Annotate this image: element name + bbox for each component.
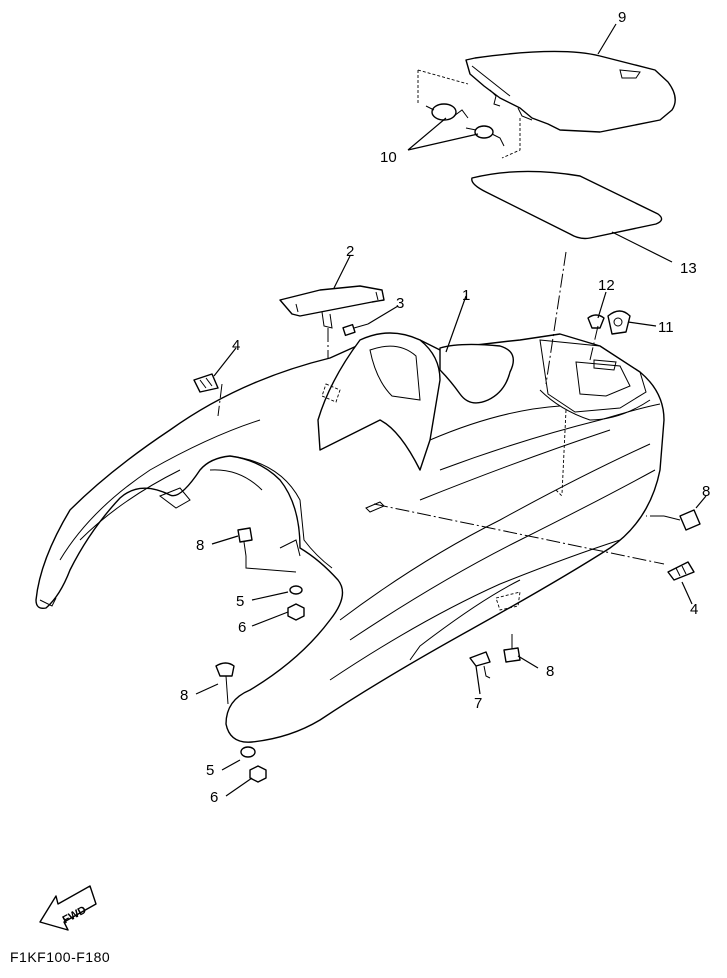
callout-4-left: 4 xyxy=(232,337,240,354)
callout-2: 2 xyxy=(346,243,354,260)
part-6-nut-lower xyxy=(249,765,267,783)
part-12-grommet xyxy=(587,314,605,329)
part-13-mat xyxy=(471,170,663,240)
callout-10: 10 xyxy=(380,149,397,166)
fwd-arrow-icon: FWD xyxy=(39,885,97,931)
callout-4-right: 4 xyxy=(690,601,698,618)
part-8-bolt-left xyxy=(237,527,297,573)
callout-13: 13 xyxy=(680,260,697,277)
callout-8-right: 8 xyxy=(702,483,710,500)
part-8-bolt-lower-right xyxy=(503,634,521,663)
part-9-seat-cover xyxy=(465,50,676,133)
callout-12: 12 xyxy=(598,277,615,294)
figure-code: F1KF100-F180 xyxy=(10,949,110,965)
part-4-clip-left xyxy=(193,373,219,393)
part-1-rear-body xyxy=(35,332,665,743)
part-4-clip-right xyxy=(667,561,695,581)
part-2-bracket xyxy=(279,285,385,329)
callout-3: 3 xyxy=(396,295,404,312)
part-5-washer-lower xyxy=(240,746,256,758)
part-7-clip xyxy=(469,651,491,679)
part-10-latches xyxy=(417,69,521,159)
callout-9: 9 xyxy=(618,9,626,26)
callout-5-lower: 5 xyxy=(206,762,214,779)
callout-1: 1 xyxy=(462,287,470,304)
part-8-bolt-right xyxy=(663,509,701,531)
callout-labels: 9 10 13 2 3 1 4 12 11 8 4 8 5 6 8 7 8 5 … xyxy=(180,9,710,806)
callout-8-lower-right: 8 xyxy=(546,663,554,680)
assembly-lines xyxy=(217,251,665,565)
callout-8-left: 8 xyxy=(196,537,204,554)
part-11-clip xyxy=(607,310,631,335)
part-8-bolt-lower-left xyxy=(215,662,235,705)
callout-6-upper: 6 xyxy=(238,619,246,636)
callout-8-lower-left: 8 xyxy=(180,687,188,704)
callout-6-lower: 6 xyxy=(210,789,218,806)
part-5-washer-upper xyxy=(289,585,303,595)
part-3-bolt xyxy=(342,323,369,337)
part-6-nut-upper xyxy=(287,603,305,621)
callout-11: 11 xyxy=(658,319,674,336)
callout-5-upper: 5 xyxy=(236,593,244,610)
leader-lines xyxy=(195,23,707,797)
callout-7: 7 xyxy=(474,695,482,712)
